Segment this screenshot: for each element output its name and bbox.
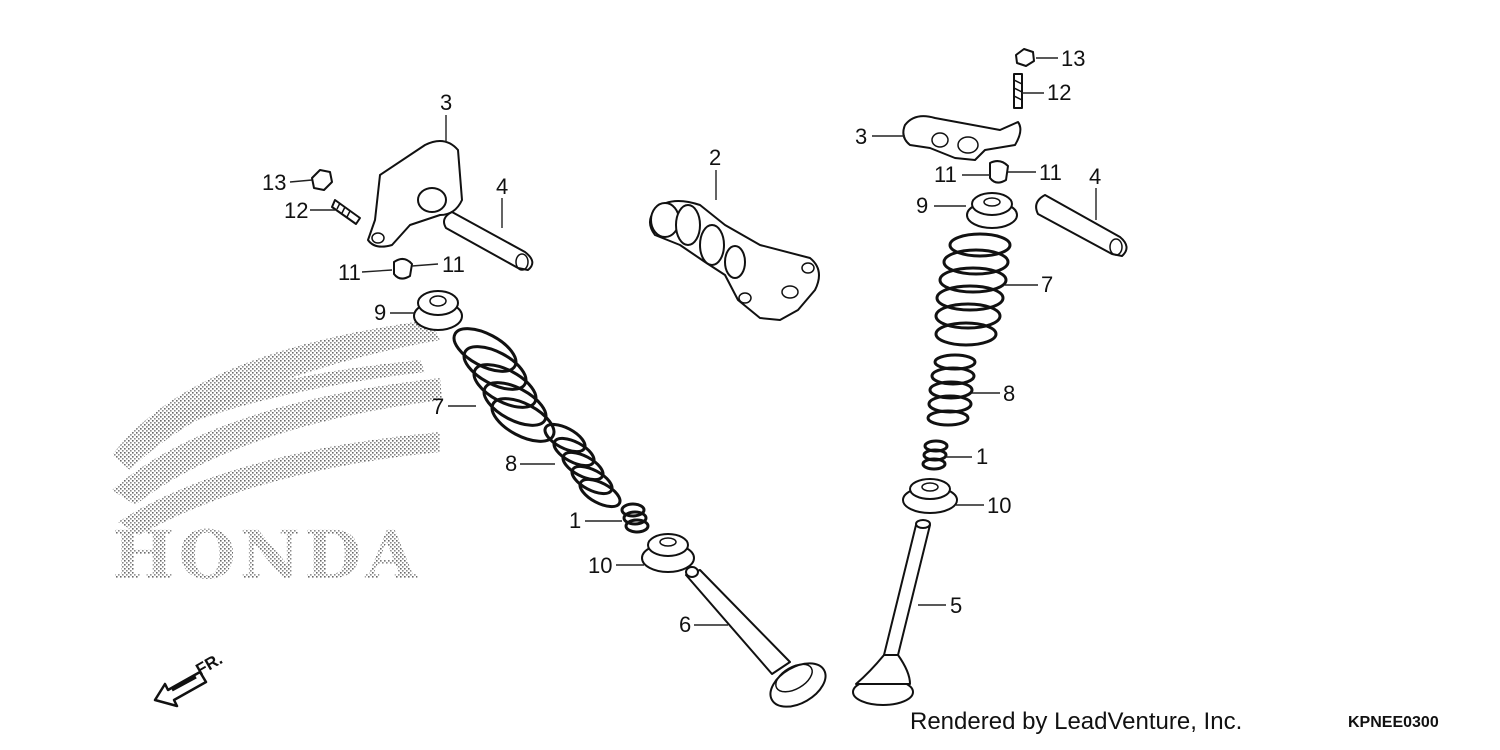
callout-13-right: 13 (1061, 46, 1085, 71)
callout-1-left: 1 (569, 508, 581, 533)
spring-retainer-right[interactable] (966, 192, 1018, 229)
callout-7-right: 7 (1041, 272, 1053, 297)
callout-10-left: 10 (588, 553, 612, 578)
rocker-arm-right[interactable] (902, 115, 1022, 161)
intake-valve[interactable] (852, 519, 931, 706)
spring-retainer-left[interactable] (413, 290, 463, 331)
callout-2: 2 (709, 145, 721, 170)
spring-seat-left[interactable] (641, 533, 695, 573)
leader-lines (289, 57, 1097, 626)
rocker-shaft-right[interactable] (1035, 194, 1128, 257)
callout-11-right-b: 11 (1039, 160, 1062, 185)
valve-stem-seal-left[interactable] (620, 502, 650, 534)
rocker-shaft-left[interactable] (443, 211, 534, 271)
callout-4-left: 4 (496, 174, 508, 199)
diagram-code: KPNEE0300 (1348, 714, 1439, 731)
rocker-arm-left[interactable] (367, 140, 463, 248)
callout-11-left-b: 11 (442, 252, 465, 277)
exhaust-valve[interactable] (685, 566, 833, 716)
callout-13-left: 13 (262, 170, 286, 195)
outer-valve-spring-left[interactable] (447, 320, 560, 450)
callout-9-left: 9 (374, 300, 386, 325)
inner-valve-spring-right[interactable] (926, 353, 977, 427)
callout-7-left: 7 (432, 394, 444, 419)
callout-3-left: 3 (440, 90, 452, 115)
callout-8-right: 8 (1003, 381, 1015, 406)
inner-valve-spring-left[interactable] (541, 419, 624, 512)
callout-5: 5 (950, 593, 962, 618)
honda-watermark-text: HONDA (112, 516, 421, 594)
spring-seat-right[interactable] (902, 478, 958, 514)
callout-12-right: 12 (1047, 80, 1071, 105)
adjusting-screw-left[interactable] (331, 199, 361, 225)
valve-cotter-left[interactable] (393, 258, 413, 280)
callout-3-right: 3 (855, 124, 867, 149)
adjusting-nut-left[interactable] (311, 169, 333, 191)
callout-8-left: 8 (505, 451, 517, 476)
honda-wing-logo: HONDA (112, 320, 442, 594)
adjusting-screw-right[interactable] (1013, 73, 1023, 109)
front-direction-arrow-icon: FR. (153, 649, 226, 708)
callout-11-left-a: 11 (338, 260, 361, 285)
camshaft[interactable] (649, 200, 820, 321)
callout-labels: 13 12 3 4 11 11 9 7 8 1 10 6 2 13 12 3 1… (262, 46, 1101, 637)
rendered-by-credit: Rendered by LeadVenture, Inc. (910, 708, 1243, 735)
valve-cotter-right[interactable] (989, 160, 1009, 184)
valve-stem-seal-right[interactable] (921, 439, 949, 471)
callout-12-left: 12 (284, 198, 308, 223)
outer-valve-spring-right[interactable] (934, 232, 1012, 347)
callout-1-right: 1 (976, 444, 988, 469)
adjusting-nut-right[interactable] (1015, 48, 1035, 67)
callout-6: 6 (679, 612, 691, 637)
callout-9-right: 9 (916, 193, 928, 218)
callout-10-right: 10 (987, 493, 1011, 518)
callout-11-right-a: 11 (934, 162, 957, 187)
callout-4-right: 4 (1089, 164, 1101, 189)
